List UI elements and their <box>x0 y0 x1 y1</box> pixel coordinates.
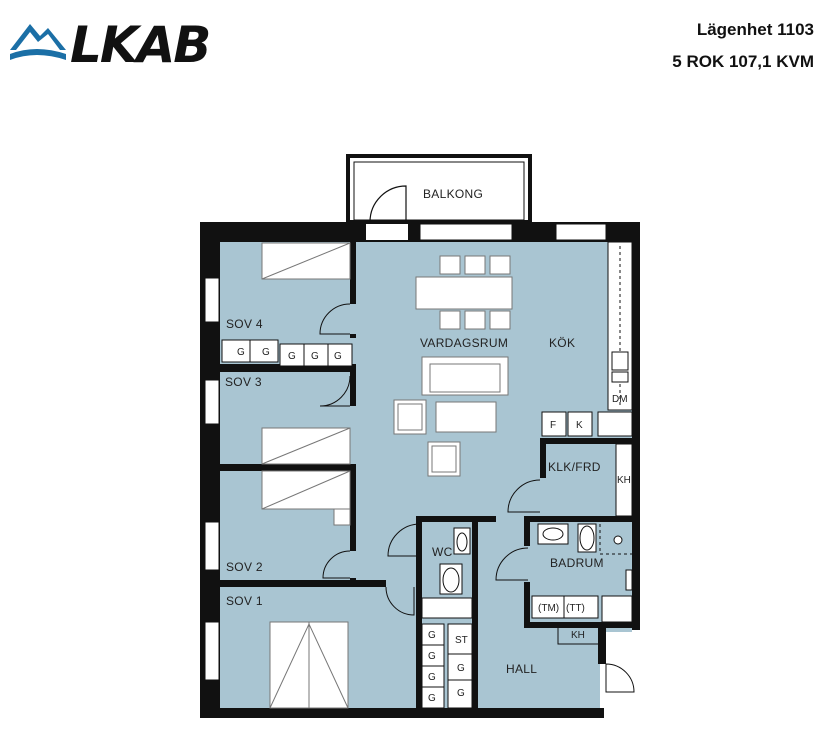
dining-set <box>415 255 513 330</box>
interior-walls <box>220 242 632 712</box>
svg-text:G: G <box>428 630 436 641</box>
wall-south <box>200 708 604 718</box>
hall-cabinet <box>557 626 598 645</box>
room-label-sov2: SOV 2 <box>226 560 263 574</box>
kh-cabinet <box>615 443 633 517</box>
wall-east <box>632 222 640 630</box>
apartment-size: 5 ROK 107,1 KVM <box>672 52 814 71</box>
room-label-sov3: SOV 3 <box>225 375 262 389</box>
apartment-title: Lägenhet 1103 <box>696 20 814 39</box>
balcony-inner <box>353 161 525 221</box>
room-label-sov4: SOV 4 <box>226 317 263 331</box>
kh-label-klk: KH <box>617 475 631 486</box>
room-label-kok: KÖK <box>549 336 575 350</box>
svg-text:G: G <box>262 347 270 358</box>
bathroom-fixtures <box>531 523 633 623</box>
room-label-sov1: SOV 1 <box>226 594 263 608</box>
wc-fixtures <box>421 527 473 619</box>
room-label-klk: KLK/FRD <box>548 460 601 474</box>
svg-text:G: G <box>288 351 296 362</box>
room-label-hall: HALL <box>506 662 537 676</box>
svg-text:G: G <box>428 693 436 704</box>
fridge-label: F <box>550 420 556 431</box>
svg-text:G: G <box>428 651 436 662</box>
wall-entrance <box>598 628 606 664</box>
room-label-vardagsrum: VARDAGSRUM <box>420 336 508 350</box>
room-label-wc: WC <box>432 545 453 559</box>
window-north-2 <box>555 223 607 241</box>
room-label-balkong: BALKONG <box>423 187 483 201</box>
balcony-door-swing <box>369 185 407 223</box>
freezer-label: K <box>576 420 583 431</box>
svg-text:ST: ST <box>455 635 468 646</box>
living-furniture <box>393 356 509 477</box>
wall-west <box>200 222 220 716</box>
svg-text:G: G <box>428 672 436 683</box>
balcony-door-opening <box>366 224 408 240</box>
tm-label: (TM) <box>538 603 559 614</box>
kh-label-hall: KH <box>571 630 585 641</box>
beds <box>261 242 351 709</box>
wall-north <box>200 222 634 242</box>
svg-text:G: G <box>457 663 465 674</box>
mountain-icon <box>10 24 66 60</box>
dishwasher-label: DM <box>612 394 628 405</box>
door-swings <box>319 303 635 693</box>
svg-text:G: G <box>334 351 342 362</box>
wardrobes <box>221 339 473 709</box>
west-windows <box>204 277 220 681</box>
svg-text:G: G <box>237 347 245 358</box>
svg-text:G: G <box>457 688 465 699</box>
kitchen-counter <box>541 241 633 437</box>
brand-name: LKAB <box>70 16 211 74</box>
tt-label: (TT) <box>566 603 585 614</box>
wardrobe-labels: G G G G G G G G G ST G G <box>237 347 468 704</box>
window-north-1 <box>419 223 513 241</box>
brand-logo: LKAB <box>6 14 226 70</box>
svg-text:G: G <box>311 351 319 362</box>
room-label-badrum: BADRUM <box>550 556 604 570</box>
